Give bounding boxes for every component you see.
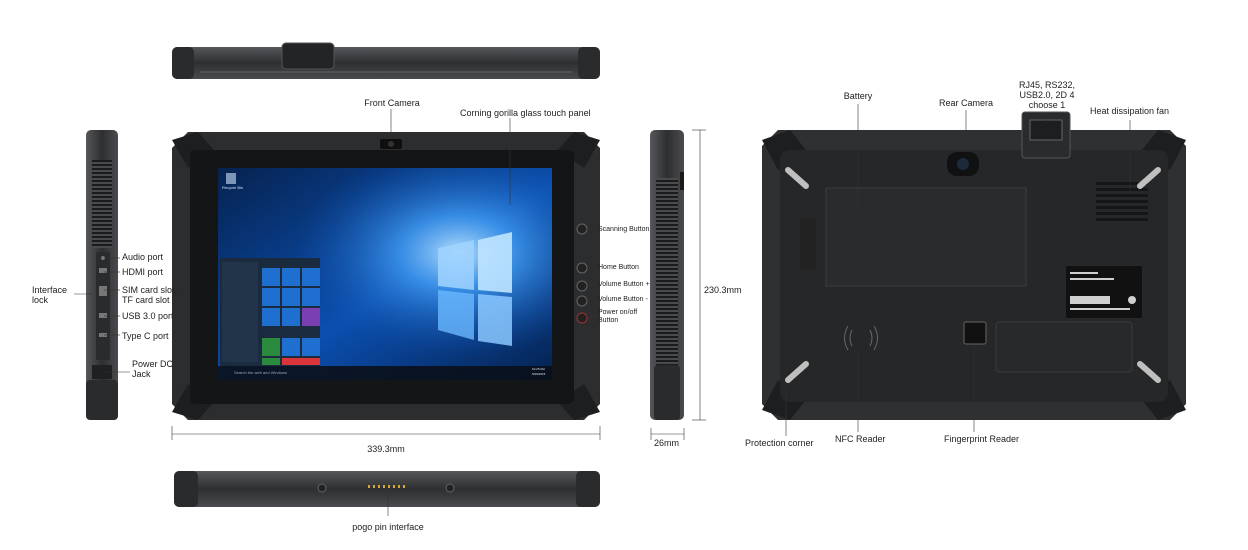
store-tile (282, 308, 300, 326)
taskbar-clock-time: 10:25 AM (532, 367, 545, 371)
label-volume-minus: Volume Button - (598, 296, 648, 303)
taskbar-search[interactable]: Search the web and Windows (234, 370, 287, 375)
label-interfaces-choice: RJ45, RS232, USB2.0, 2D 4 choose 1 (1018, 80, 1076, 110)
cortana-tile (302, 288, 320, 306)
label-nfc-reader: NFC Reader (835, 434, 886, 444)
news-tile (282, 358, 320, 365)
label-depth-dim: 26mm (654, 438, 680, 448)
label-audio-port: Audio port (122, 252, 164, 262)
onenote-tile (302, 308, 320, 326)
bottom-view (174, 471, 600, 507)
recycle-bin-label: Recycle Bin (222, 185, 244, 190)
music-tile (282, 338, 300, 356)
front-view (172, 132, 600, 420)
taskbar-clock-date: 5/29/2015 (532, 372, 546, 376)
label-battery: Battery (843, 91, 873, 101)
edge-tile (262, 288, 280, 306)
photos-tile (282, 268, 300, 286)
xbox-tile (262, 338, 280, 356)
label-protection-corner: Protection corner (745, 438, 814, 448)
label-power-button: Power on/off Button (598, 309, 638, 324)
label-volume-plus: Volume Button + (598, 281, 650, 288)
movies-tile (302, 338, 320, 356)
label-usb30-port: USB 3.0 port (122, 311, 174, 321)
label-heat-fan: Heat dissipation fan (1090, 106, 1170, 116)
label-gorilla-glass: Corning gorilla glass touch panel (460, 108, 591, 118)
start-tile (262, 268, 280, 286)
weather-tile (302, 268, 320, 286)
label-home-button: Home Button (598, 264, 639, 271)
label-width-dim: 339.3mm (367, 444, 405, 454)
label-scanning-button: Scanning Button (598, 226, 650, 233)
label-pogo-pin: pogo pin interface (352, 522, 424, 532)
label-type-c-port: Type C port (122, 331, 169, 341)
mail-tile (282, 288, 300, 306)
label-height-dim: 230.3mm (704, 285, 742, 295)
back-view (762, 111, 1186, 420)
money-tile (262, 358, 280, 365)
label-hdmi-port: HDMI port (122, 267, 164, 277)
label-rear-camera: Rear Camera (938, 98, 994, 108)
label-sim-tf-slot: SIM card slot, TF card slot (122, 285, 178, 305)
label-fingerprint-reader: Fingerprint Reader (944, 434, 1020, 444)
label-front-camera: Front Camera (364, 98, 420, 108)
top-view (172, 42, 600, 79)
people-tile (262, 308, 280, 326)
label-interface-lock: Interface lock (32, 285, 68, 305)
label-power-dc-jack: Power DC Jack (132, 359, 174, 379)
left-side-view (86, 130, 118, 420)
right-side-view (650, 130, 684, 420)
leader-lines (74, 104, 1131, 516)
